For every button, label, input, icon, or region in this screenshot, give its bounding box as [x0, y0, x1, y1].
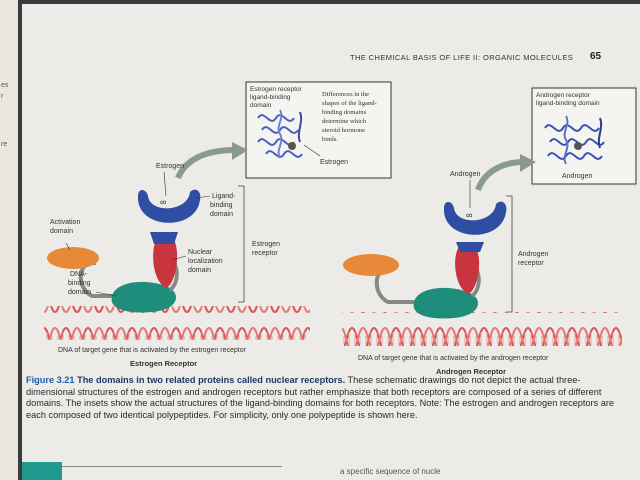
- androgen-molecule-icon: ∞: [466, 210, 472, 220]
- estrogen-dna-caption: DNA of target gene that is activated by …: [58, 347, 247, 354]
- nuclear-localization-domain-shape: [153, 236, 178, 288]
- activation-domain-shape: [343, 254, 399, 276]
- estrogen-inset-arrow-icon: [175, 147, 236, 180]
- estrogen-target-dna: [44, 306, 310, 340]
- arrow-head-icon: [232, 142, 248, 160]
- androgen-dna-caption: DNA of target gene that is activated by …: [358, 355, 549, 362]
- margin-fragment: re: [1, 141, 8, 148]
- figure-title: The domains in two related proteins call…: [77, 375, 346, 385]
- inset-title-line: ligand-binding: [250, 94, 291, 101]
- running-header: THE CHEMICAL BASIS OF LIFE II: ORGANIC M…: [350, 53, 574, 62]
- dna-binding-domain-shape: [111, 281, 176, 313]
- ligand-binding-domain-shape: [443, 201, 507, 235]
- section-rule: [62, 466, 282, 467]
- estrogen-inset-ligand-label: Estrogen: [320, 159, 348, 166]
- activation-domain-shape: [47, 247, 99, 269]
- margin-fragment: es: [1, 82, 9, 89]
- estrogen-receptor-schematic: ∞: [47, 189, 201, 313]
- arrow-head-icon: [520, 154, 536, 172]
- estrogen-receptor-bracket: [238, 185, 245, 303]
- androgen-target-dna: [342, 312, 622, 346]
- estrogen-inset-note: Differences in the shapes of the ligand-…: [322, 91, 378, 143]
- margin-fragment: r: [1, 93, 4, 100]
- figure-number: Figure 3.21: [26, 375, 75, 385]
- ligand-binding-domain-shape: [137, 189, 201, 223]
- androgen-inset-ligand-label: Androgen: [562, 173, 592, 180]
- estrogen-hormone-label: Estrogen: [156, 163, 184, 170]
- estrogen-panel-title: Estrogen Receptor: [130, 359, 197, 368]
- section-tab: [22, 462, 62, 480]
- adjacent-page-edge: es r re: [0, 0, 18, 480]
- estrogen-protein-structure-icon: [257, 109, 303, 159]
- androgen-inset-box: [531, 87, 637, 185]
- androgen-protein-structure-icon: [544, 115, 605, 165]
- androgen-receptor-schematic: ∞: [343, 201, 507, 319]
- inset-title-line: Estrogen receptor: [250, 86, 303, 93]
- androgen-hormone-label: Androgen: [450, 171, 480, 178]
- dna-binding-domain-shape: [413, 287, 478, 319]
- nuclear-localization-domain-shape: [455, 244, 480, 294]
- next-section-text: a specific sequence of nucle: [340, 467, 441, 476]
- estrogen-molecule-icon: ∞: [160, 197, 166, 207]
- inset-title-line: domain: [250, 102, 272, 109]
- androgen-receptor-bracket: [506, 195, 513, 313]
- estrogen-inset-title: Estrogen receptor ligand-binding domain: [250, 86, 303, 109]
- figure-caption: Figure 3.21 The domains in two related p…: [26, 375, 616, 421]
- androgen-panel-title: Androgen Receptor: [436, 367, 506, 376]
- androgen-inset-title: Androgen receptor ligand-binding domain: [536, 92, 600, 107]
- figure-caption-body: These schematic drawings do not depict t…: [26, 375, 615, 420]
- androgen-inset-arrow-icon: [475, 159, 525, 192]
- page-number: 65: [590, 51, 602, 62]
